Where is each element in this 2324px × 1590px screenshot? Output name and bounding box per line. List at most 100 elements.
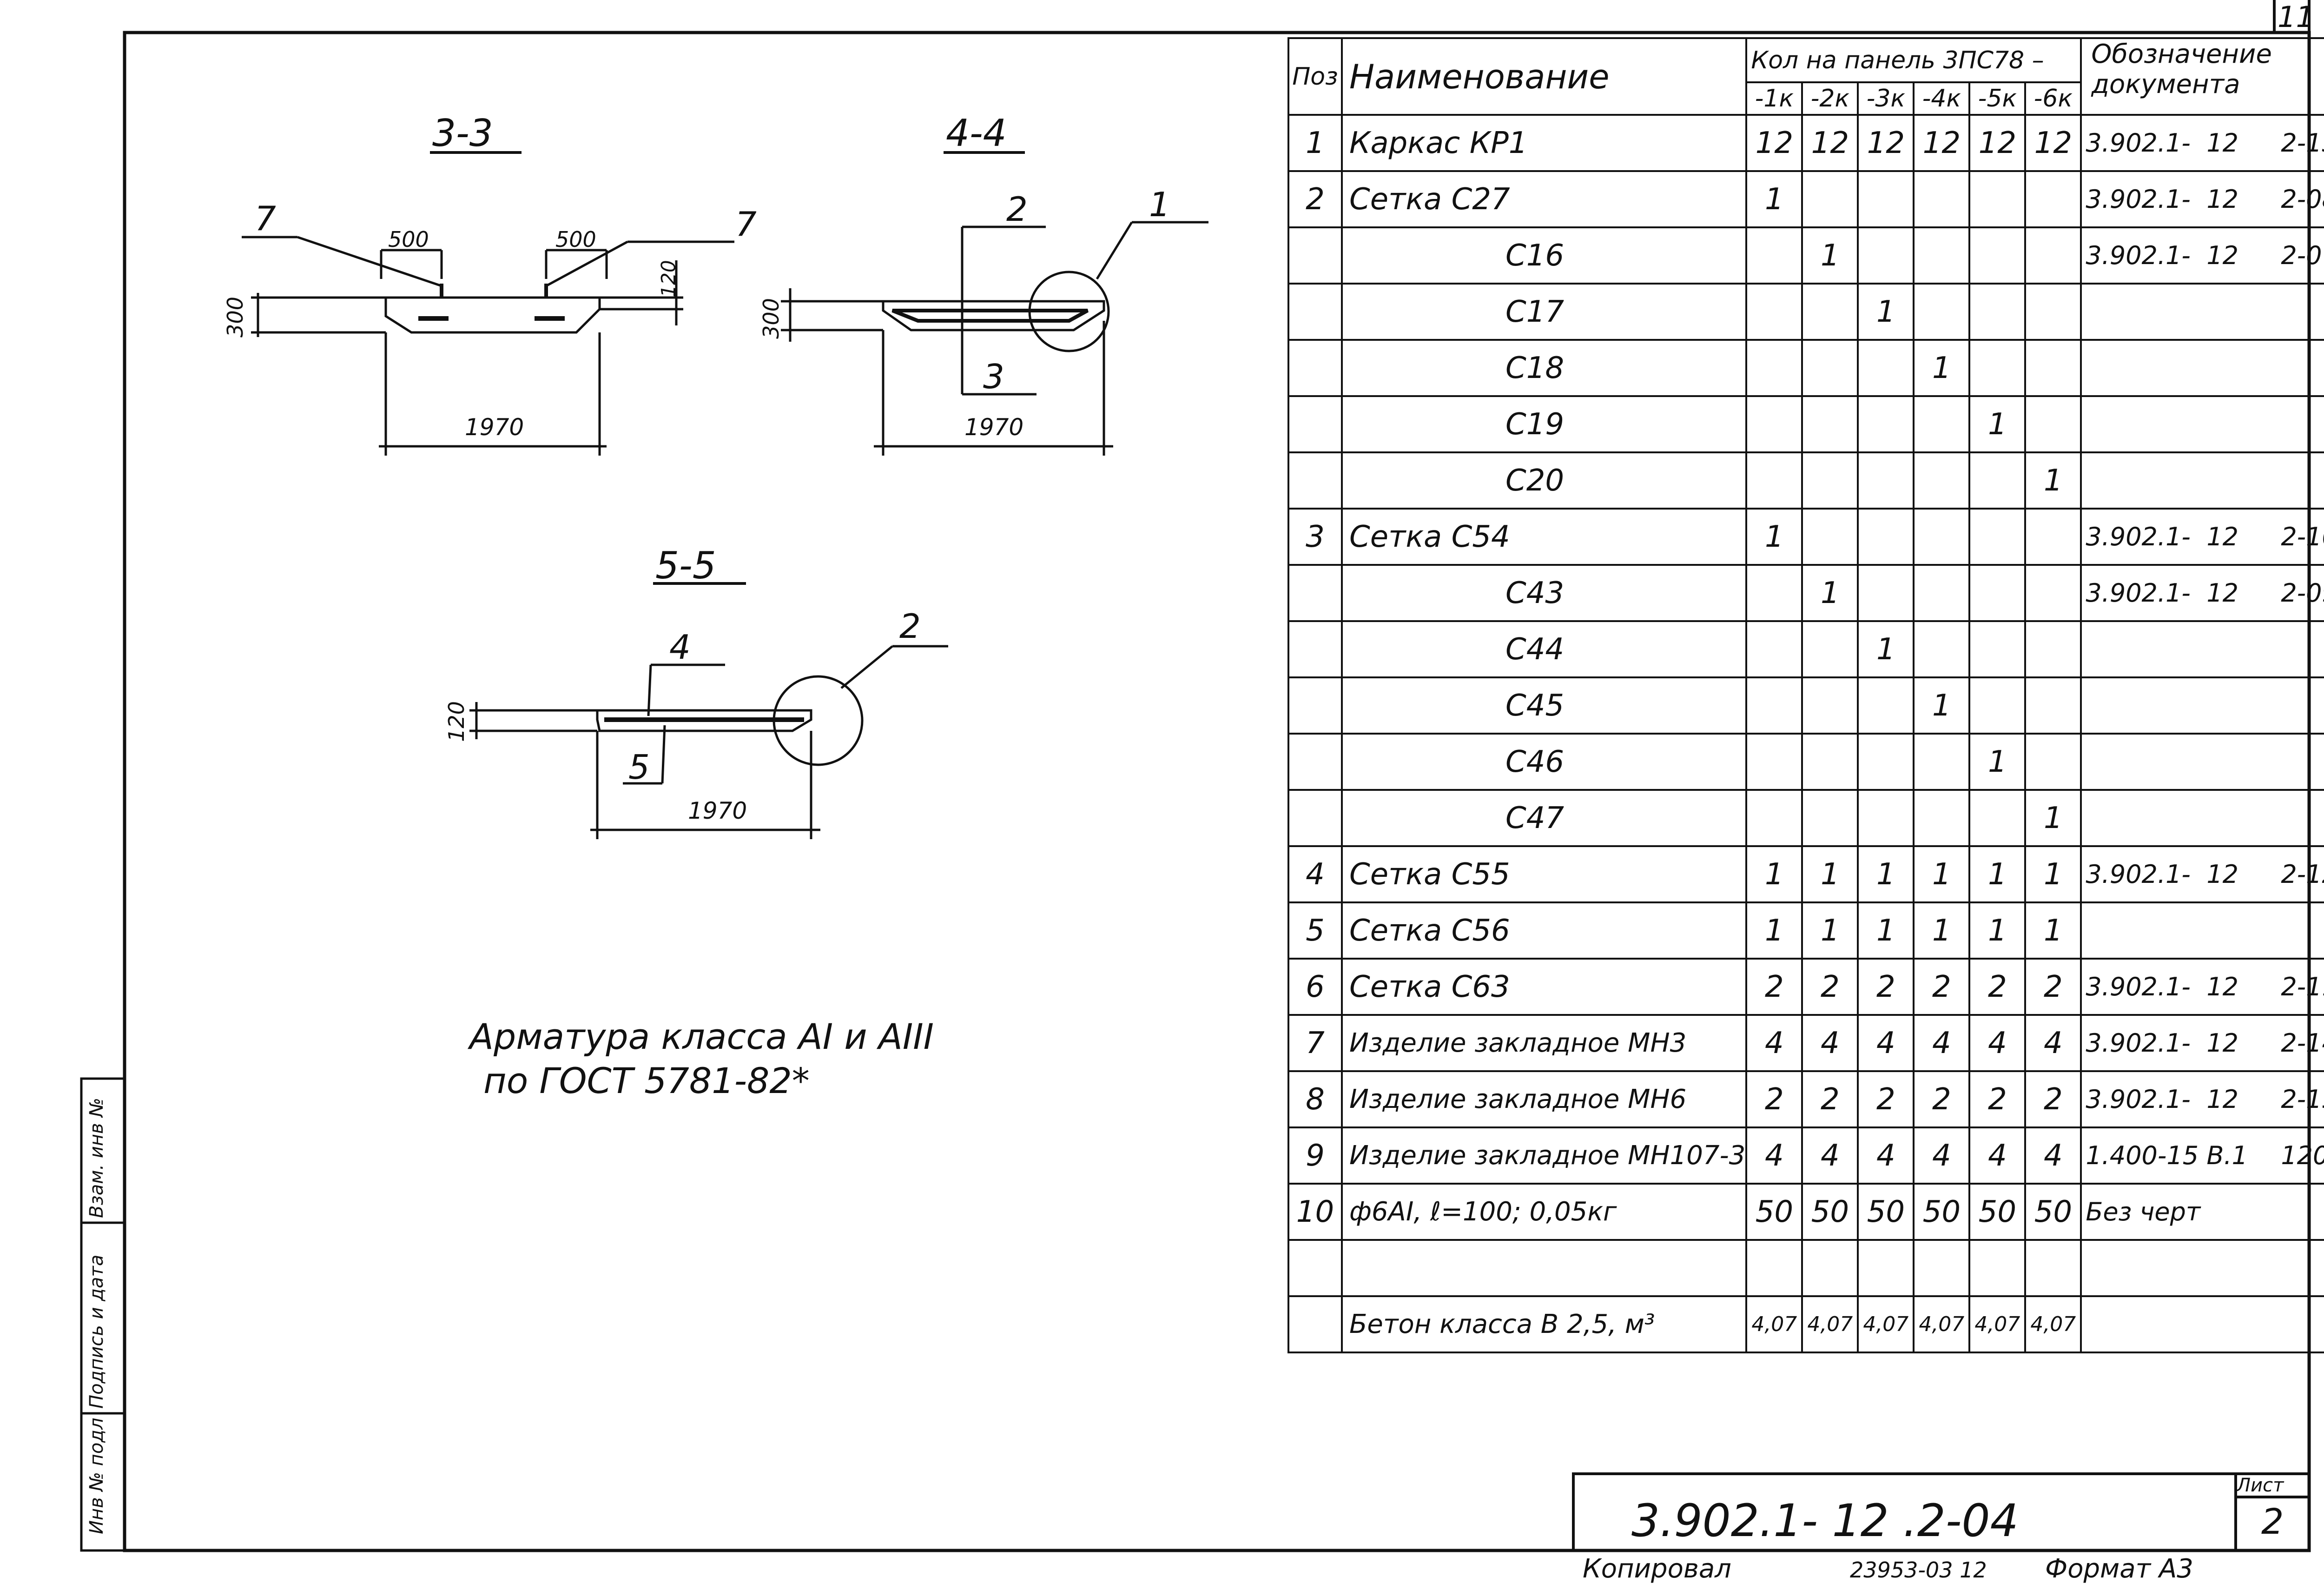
row-qty — [1801, 339, 1859, 397]
row-qty: 2 — [1745, 1070, 1803, 1128]
section-3-3-callout-right: 7 — [735, 205, 757, 244]
row-doc-part: 2-14 — [2281, 1028, 2324, 1058]
section-4-4-callout-2: 2 — [1006, 190, 1028, 229]
row-qty — [2024, 676, 2082, 735]
row-qty — [1968, 451, 2027, 510]
section-3-3-dim-left: 500 — [388, 227, 429, 252]
header-doc: Обозначение документа — [2080, 37, 2324, 116]
row-name — [1340, 1239, 1748, 1297]
section-5-5-callout-5: 5 — [628, 748, 650, 787]
row-doc-part: 12 — [2206, 185, 2239, 214]
row-name: Сетка С63 — [1340, 958, 1748, 1016]
row-pos — [1287, 789, 1343, 847]
section-4-4-callout-1: 1 — [1149, 185, 1170, 224]
row-pos — [1287, 676, 1343, 735]
row-doc-part: 2-13 — [2281, 128, 2324, 158]
row-qty — [1857, 451, 1915, 510]
row-qty: 2 — [2024, 958, 2082, 1016]
row-qty: 4 — [1801, 1014, 1859, 1072]
row-qty: 1 — [1857, 283, 1915, 341]
row-doc: 3.902.1-122-11 — [2080, 958, 2324, 1016]
row-qty — [1801, 733, 1859, 791]
row-qty — [1857, 339, 1915, 397]
row-qty: 4 — [1801, 1126, 1859, 1185]
variant-header: -3к — [1857, 81, 1915, 116]
row-qty — [2024, 733, 2082, 791]
row-qty: 50 — [1801, 1183, 1859, 1241]
row-qty: 2 — [1968, 958, 2027, 1016]
row-qty: 12 — [1968, 114, 2027, 172]
table-row — [1287, 1239, 2324, 1297]
row-qty: 1 — [1857, 901, 1915, 960]
row-doc — [2080, 339, 2324, 397]
row-doc-part: 2-15 — [2281, 1085, 2324, 1114]
section-3-3-dim-width: 1970 — [465, 414, 524, 441]
row-qty — [1968, 170, 2027, 228]
row-qty — [2024, 283, 2082, 341]
row-doc-part: 3.902.1- — [2086, 860, 2191, 889]
format-label: Формат А3 — [2045, 1554, 2193, 1584]
row-qty — [1857, 1239, 1915, 1297]
row-qty — [1857, 564, 1915, 622]
row-qty: 1 — [2024, 789, 2082, 847]
section-3-3-drawing — [242, 151, 734, 456]
row-name: Сетка С27 — [1340, 170, 1748, 228]
specification-table: Поз Наименование Кол на панель 3ПС78 – О… — [1287, 37, 2324, 1353]
row-qty — [1913, 395, 1971, 453]
row-qty — [1857, 789, 1915, 847]
row-doc-part: 3.902.1- — [2086, 1085, 2191, 1114]
row-qty: 1 — [1968, 733, 2027, 791]
title-block-frame — [1572, 1472, 2311, 1552]
row-doc: 3.902.1-122-10 — [2080, 508, 2324, 566]
header-name: Наименование — [1340, 37, 1748, 116]
row-doc — [2080, 1295, 2324, 1353]
row-qty — [1968, 339, 2027, 397]
row-qty — [2024, 226, 2082, 285]
row-qty: 1 — [2024, 451, 2082, 510]
row-name: С18 — [1340, 339, 1748, 397]
variant-header: -2к — [1801, 81, 1859, 116]
row-pos: 8 — [1287, 1070, 1343, 1128]
row-qty: 1 — [1745, 508, 1803, 566]
row-qty: 1 — [1745, 170, 1803, 228]
row-qty: 4,07 — [1913, 1295, 1971, 1353]
row-doc: 3.902.1-122-08 — [2080, 170, 2324, 228]
stamp-inv-label: Инв № подл — [86, 1418, 107, 1534]
row-name: Изделие закладное МН107-3 — [1340, 1126, 1748, 1185]
row-qty — [1801, 1239, 1859, 1297]
row-qty — [1801, 508, 1859, 566]
section-5-5-label: 5-5 — [655, 544, 716, 587]
row-qty: 4 — [1745, 1126, 1803, 1185]
section-5-5-callout-2: 2 — [899, 607, 921, 646]
row-qty — [2024, 170, 2082, 228]
row-qty — [1801, 395, 1859, 453]
row-qty: 1 — [1913, 845, 1971, 903]
row-doc — [2080, 451, 2324, 510]
header-doc-line2: документа — [2091, 69, 2240, 99]
row-name: С43 — [1340, 564, 1748, 622]
row-qty: 4,07 — [1857, 1295, 1915, 1353]
header-qty: Кол на панель 3ПС78 – — [1745, 37, 2082, 83]
left-stamp-frame — [80, 1077, 126, 1552]
row-qty — [1857, 733, 1915, 791]
row-pos — [1287, 395, 1343, 453]
row-doc-part: 12 — [2206, 522, 2239, 551]
row-qty — [1968, 676, 2027, 735]
row-doc — [2080, 789, 2324, 847]
row-name: Изделие закладное МН6 — [1340, 1070, 1748, 1128]
row-qty — [1913, 620, 1971, 678]
row-qty: 2 — [1913, 958, 1971, 1016]
row-qty — [1913, 1239, 1971, 1297]
row-pos — [1287, 1239, 1343, 1297]
row-qty: 4 — [2024, 1126, 2082, 1185]
row-qty — [1745, 226, 1803, 285]
reinforcement-note-line1: Арматура класса АI и АIII — [469, 1016, 934, 1057]
row-doc — [2080, 733, 2324, 791]
